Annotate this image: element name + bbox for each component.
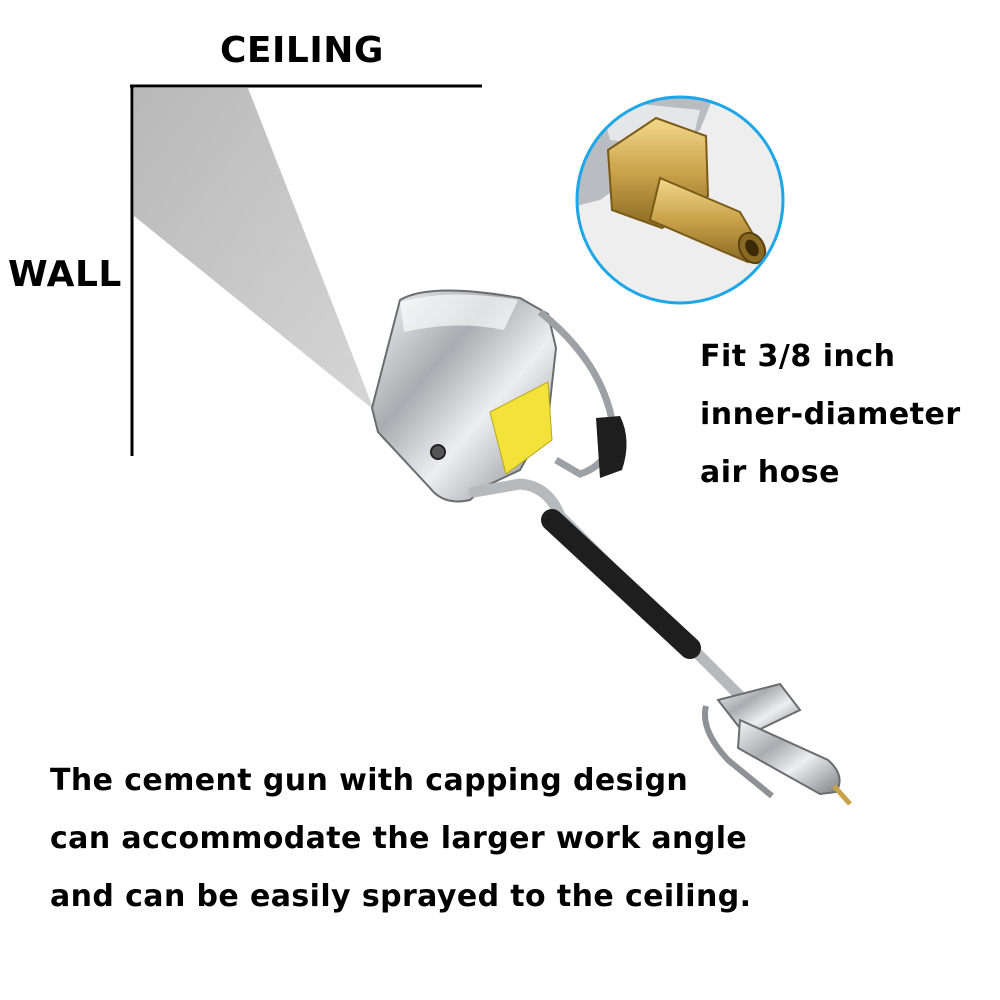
caption-line: The cement gun with capping design <box>50 763 689 798</box>
hopper-bolt <box>430 444 446 460</box>
fitting-inset <box>575 95 785 305</box>
hose-note-line: Fit 3/8 inch <box>700 339 896 374</box>
hopper <box>370 289 558 503</box>
hose-fit-note: Fit 3/8 inch inner-diameter air hose <box>700 328 961 502</box>
pipe-grip <box>541 509 701 659</box>
inset-ring <box>575 95 785 305</box>
caption-line: and can be easily sprayed to the ceiling… <box>50 879 752 914</box>
spray-cone <box>134 88 374 410</box>
product-caption: The cement gun with capping design can a… <box>50 752 751 926</box>
air-inlet <box>832 784 852 806</box>
wall-label: WALL <box>8 254 122 295</box>
hose-note-line: inner-diameter <box>700 397 961 432</box>
top-handle <box>537 309 627 478</box>
warning-label <box>489 381 553 475</box>
ceiling-label: CEILING <box>220 30 384 71</box>
caption-line: can accommodate the larger work angle <box>50 821 748 856</box>
air-pipe <box>468 478 750 706</box>
trigger-valve <box>702 682 852 806</box>
hose-note-line: air hose <box>700 455 840 490</box>
